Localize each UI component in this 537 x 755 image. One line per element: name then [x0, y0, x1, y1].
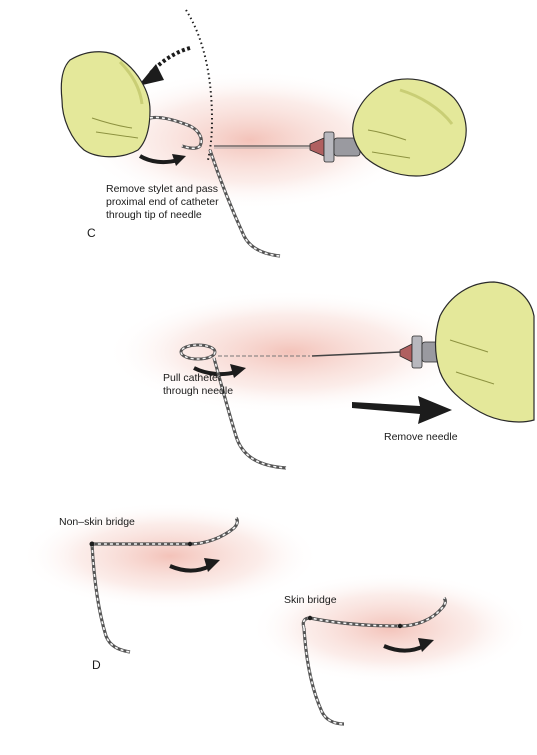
panel-letter-c: C	[87, 226, 96, 240]
label-remove-stylet-line-2: proximal end of catheter	[106, 196, 219, 208]
label-non-skin-bridge: Non–skin bridge	[59, 516, 135, 528]
label-remove-stylet-line-3: through tip of needle	[106, 209, 202, 221]
needle-hub-c	[309, 131, 361, 163]
panel-pull	[105, 281, 535, 470]
catheter-nonskin-bridge	[90, 543, 131, 654]
label-remove-stylet: Remove stylet and pass proximal end of c…	[106, 183, 219, 222]
label-remove-stylet-line-1: Remove stylet and pass	[106, 183, 219, 195]
label-pull-catheter-line-1: Pull catheter	[163, 372, 222, 384]
label-remove-needle: Remove needle	[384, 431, 458, 443]
skin-blush-c	[80, 70, 420, 210]
label-skin-bridge: Skin bridge	[284, 594, 337, 606]
panel-d	[20, 502, 530, 726]
rotate-arrow-head	[138, 64, 164, 86]
panel-letter-d: D	[92, 658, 101, 672]
left-hand-c	[60, 51, 151, 158]
remove-needle-arrow	[352, 396, 452, 424]
skin-blush-middle	[105, 290, 475, 414]
pull-arrow	[193, 366, 237, 377]
label-pull-catheter: Pull catheter through needle	[163, 372, 233, 398]
right-hand-c	[352, 78, 467, 177]
label-pull-catheter-line-2: through needle	[163, 385, 234, 397]
panel-c	[60, 9, 467, 258]
skin-blush-skin	[250, 572, 530, 684]
right-hand-middle	[434, 281, 535, 423]
skin-plane-dotted-arc	[185, 9, 214, 161]
